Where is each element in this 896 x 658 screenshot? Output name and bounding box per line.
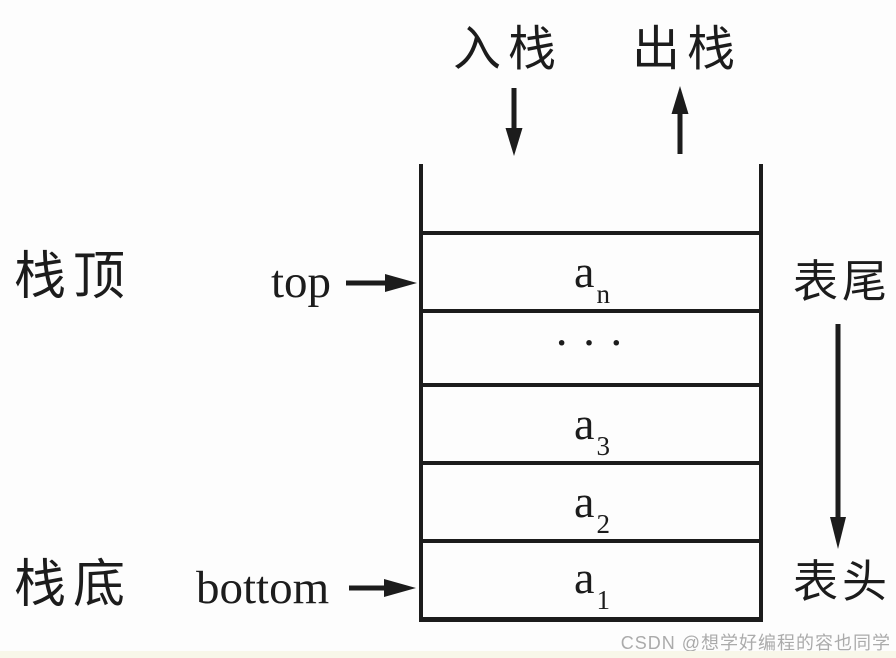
cell-value: a3	[574, 398, 610, 461]
cell-subscript: 2	[596, 509, 610, 539]
top-pointer-label: top	[271, 256, 332, 308]
stack-bottom-label: 栈底	[14, 557, 133, 614]
bottom-pointer-label: bottom	[196, 562, 330, 614]
bottom-pointer-arrow-icon	[349, 579, 416, 597]
cell-value: a2	[574, 476, 610, 539]
push-label: 入栈	[453, 23, 564, 76]
pop-label: 出栈	[632, 23, 743, 76]
cell-value: an	[574, 246, 610, 309]
stack-cell-a2: a2	[423, 461, 759, 539]
footer-band	[0, 651, 896, 658]
stack-cell-a1: a1	[423, 539, 759, 615]
cell-subscript: 1	[596, 585, 610, 615]
list-tail-label: 表尾	[793, 257, 892, 307]
push-down-arrow-icon	[505, 88, 523, 156]
list-head-label: 表头	[793, 557, 892, 607]
cell-subscript: n	[596, 279, 610, 309]
tail-to-head-arrow-icon	[830, 324, 846, 549]
cell-value: a1	[574, 552, 610, 615]
stack-cell-ellipsis: ···	[423, 309, 759, 383]
stack-cell-an: an	[423, 231, 759, 309]
cell-value: ···	[555, 325, 639, 362]
cell-subscript: 3	[596, 431, 610, 461]
stack-container: an ··· a3 a2 a1	[419, 164, 763, 622]
top-pointer-arrow-icon	[346, 274, 417, 292]
stack-top-label: 栈顶	[14, 249, 133, 306]
pop-up-arrow-icon	[671, 86, 689, 154]
csdn-watermark: CSDN @想学好编程的容也同学	[620, 633, 891, 653]
stack-cell-a3: a3	[423, 383, 759, 461]
stack-empty-space	[423, 164, 759, 231]
